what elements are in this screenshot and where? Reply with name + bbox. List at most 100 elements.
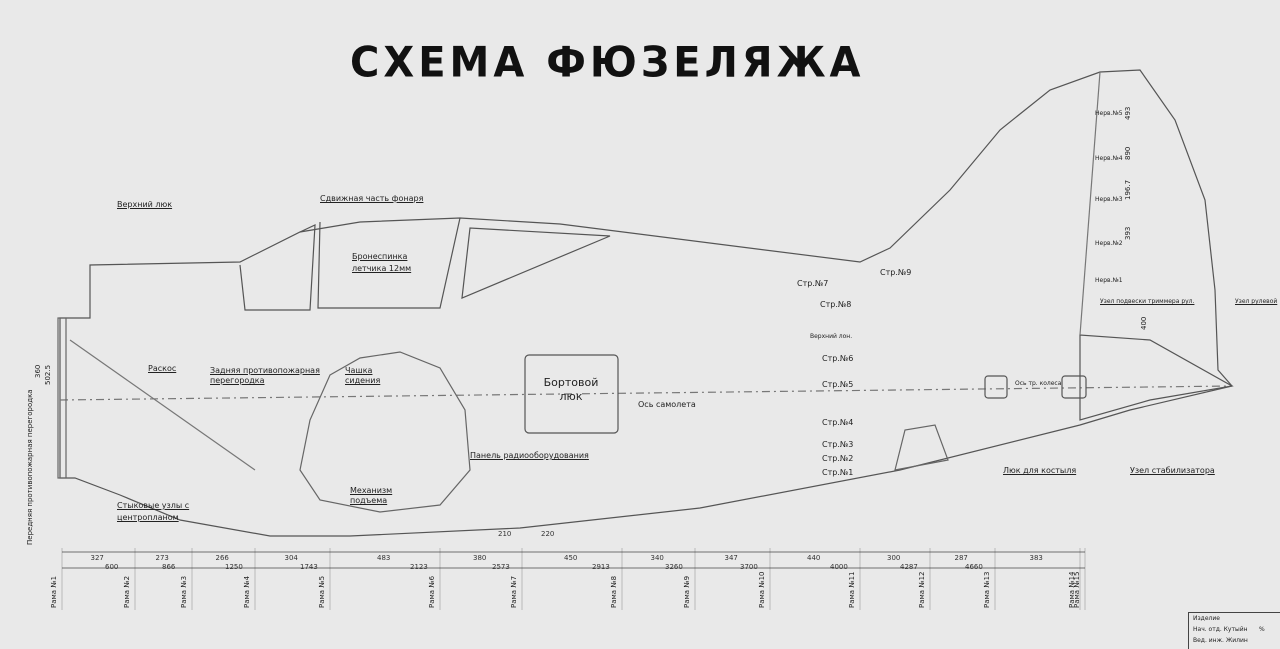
aircraft-axis-line — [59, 385, 1233, 401]
label-joint-nodes: Стыковые узлы с центропланом — [117, 501, 190, 522]
stringer-9: Стр.№9 — [880, 268, 912, 277]
frame-label: Рама №12 — [918, 571, 926, 609]
label-trimmer-node: Узел подвески триммера рул. — [1100, 298, 1195, 305]
frame-label: Рама №7 — [510, 575, 518, 608]
frame-cumulative: 4000 — [830, 563, 848, 571]
frame-label: Рама №10 — [758, 571, 766, 609]
stringer-6: Стр.№6 — [822, 354, 854, 363]
nervure-2: Нерв.№2 — [1095, 240, 1123, 247]
frame-spacing: 266 — [215, 554, 229, 562]
hatch-dim-2: 220 — [541, 530, 555, 538]
frame-spacing: 287 — [954, 554, 968, 562]
frame-cumulative: 2573 — [492, 563, 510, 571]
seat-cutaway — [299, 351, 471, 513]
frame-label: Рама №3 — [180, 575, 188, 608]
drawing-title: СХЕМА ФЮЗЕЛЯЖА — [350, 38, 865, 88]
nervure-5: Нерв.№5 — [1095, 110, 1123, 117]
frame-label: Рама №1 — [50, 575, 58, 608]
nervure-4: Нерв.№4 — [1095, 155, 1123, 162]
frame-spacing: 273 — [155, 554, 169, 562]
label-stabilizer-node: Узел стабилизатора — [1130, 466, 1215, 475]
stabilizer-fitting-2 — [1061, 375, 1087, 399]
title-block-row-2: Нач. отд. Кутыйн — [1193, 626, 1248, 633]
label-firewall-rear: Задняя противопожарная перегородка — [210, 366, 320, 385]
label-lift-mechanism: Механизм подъема — [350, 486, 393, 505]
frame-spacing: 340 — [650, 554, 664, 562]
frame-spacing: 450 — [564, 554, 578, 562]
label-armor-plate: Бронеспинка летчика 12мм — [352, 252, 412, 273]
fuselage-outline — [59, 69, 1234, 537]
frame-label: Рама №8 — [610, 575, 618, 608]
stabilizer-fitting-1 — [984, 375, 1008, 399]
label-seat-pan: Чашка сидения — [345, 366, 381, 385]
frame-spacing: 383 — [1029, 554, 1043, 562]
stringer-1: Стр.№1 — [822, 468, 854, 477]
label-tailskid-hatch: Люк для костыля — [1003, 466, 1077, 475]
label-upper-spar: Верхний лон. — [810, 333, 853, 340]
frame-label: Рама №5 — [318, 575, 326, 608]
label-rudder-node: Узел рулевой — [1235, 298, 1278, 305]
brace-line — [69, 339, 256, 471]
frame-label: Рама №4 — [243, 575, 251, 608]
frame-cumulative: 600 — [105, 563, 119, 571]
frame-spacing: 327 — [90, 554, 104, 562]
fin-dim-3: 196.7 — [1124, 179, 1132, 200]
frame-cumulative: 4660 — [965, 563, 983, 571]
frame-label: Рама №13 — [983, 571, 991, 609]
frame-cumulative: 866 — [162, 563, 176, 571]
label-tail-gear: Ось тр. колеса — [1015, 380, 1062, 387]
fin-dim-1: 493 — [1124, 106, 1132, 120]
frame-spacing: 347 — [724, 554, 738, 562]
frame-label: Рама №6 — [428, 575, 436, 608]
stringer-8: Стр.№8 — [820, 300, 852, 309]
frame-spacing: 380 — [473, 554, 487, 562]
fin-dim-4: 393 — [1124, 226, 1132, 240]
stringer-5: Стр.№5 — [822, 380, 854, 389]
nervure-1: Нерв.№1 — [1095, 277, 1123, 284]
stringer-4: Стр.№4 — [822, 418, 854, 427]
frame-cumulative: 3260 — [665, 563, 683, 571]
tailskid-fairing — [894, 424, 949, 471]
hatch-dim-1: 210 — [498, 530, 512, 538]
canopy-rear — [461, 227, 611, 299]
fin-dim-2: 890 — [1124, 146, 1132, 160]
frame-spacing: 304 — [284, 554, 298, 562]
frame-cumulative: 2123 — [410, 563, 428, 571]
label-front-firewall: Передняя противопожарная перегородка — [26, 389, 34, 545]
title-block: Изделие Нач. отд. Кутыйн Вед. инж. Жилин… — [1188, 612, 1280, 649]
canopy-front — [239, 224, 316, 311]
frame-spacing: 483 — [377, 554, 391, 562]
front-dim-2: 502.5 — [44, 364, 52, 385]
frame-label: Рама №11 — [848, 571, 856, 609]
frame-cumulative: 1250 — [225, 563, 243, 571]
frame-label: Рама №9 — [683, 575, 691, 608]
frame-cumulative: 1743 — [300, 563, 318, 571]
frame-spacing: 300 — [887, 554, 901, 562]
label-side-hatch: Бортовой люк — [543, 376, 599, 403]
fin-dim-5: 400 — [1140, 316, 1148, 330]
frame-cumulative: 3700 — [740, 563, 758, 571]
title-block-row-3: Вед. инж. Жилин — [1193, 637, 1248, 644]
label-radio-panel: Панель радиооборудования — [470, 451, 589, 460]
frame-cumulative: 2913 — [592, 563, 610, 571]
frame-label: Рама №2 — [123, 575, 131, 608]
label-brace: Раскос — [148, 364, 177, 373]
label-aircraft-axis: Ось самолета — [638, 400, 696, 409]
stringer-7: Стр.№7 — [797, 279, 829, 288]
label-upper-hatch: Верхний люк — [117, 200, 173, 209]
rudder-outline — [1079, 334, 1234, 421]
frame-spacing: 440 — [807, 554, 821, 562]
nervure-3: Нерв.№3 — [1095, 196, 1123, 203]
title-block-sheet: % — [1259, 626, 1265, 633]
label-sliding-canopy: Сдвижная часть фонаря — [320, 194, 424, 203]
fin-line — [1079, 71, 1101, 336]
frame-cumulative: 4287 — [900, 563, 918, 571]
side-hatch-frame — [524, 354, 619, 434]
front-dim-1: 360 — [34, 364, 42, 378]
frame-label: Рама №15 — [1073, 571, 1081, 609]
stringer-3: Стр.№3 — [822, 440, 854, 449]
title-block-row-1: Изделие — [1193, 615, 1220, 622]
canopy-mid — [317, 217, 461, 309]
